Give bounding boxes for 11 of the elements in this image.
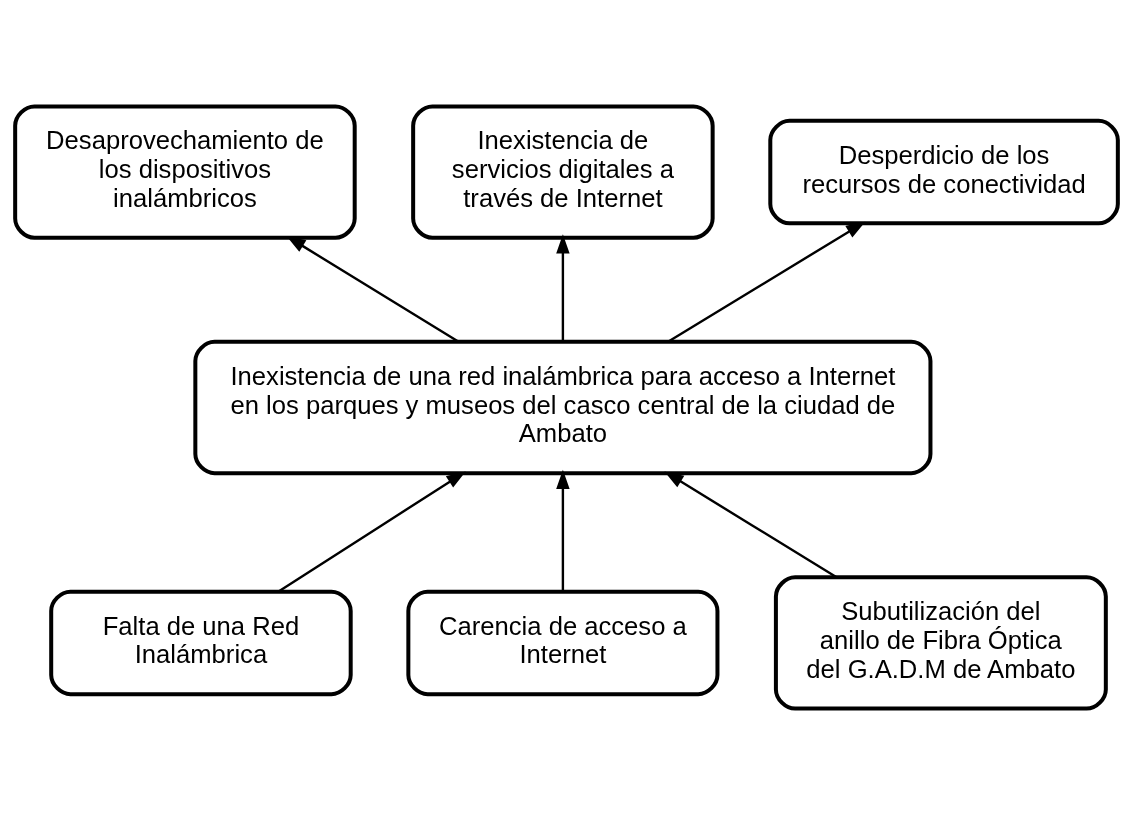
node-box: Subutilización del anillo de Fibra Óptica del G.A.D.M de Ambato [773, 574, 1108, 711]
arrow [277, 470, 466, 592]
node-box: Inexistencia de servicios digitales a través de Internet [411, 103, 715, 240]
arrow [556, 469, 570, 591]
node-box: Desperdicio de los recursos de conectividad [768, 118, 1120, 225]
arrow [556, 233, 570, 342]
node-box: Falta de una Red Inalámbrica [49, 589, 353, 696]
node-box: Inexistencia de una red inalámbrica para acceso a Internet en los parques y museos del casco central de la ciudad de Ambato [193, 339, 933, 475]
node-box: Carencia de acceso a Internet [406, 589, 720, 696]
arrow [664, 470, 838, 578]
node-box: Desaprovechamiento de los dispositivos inalámbricos [13, 103, 357, 240]
